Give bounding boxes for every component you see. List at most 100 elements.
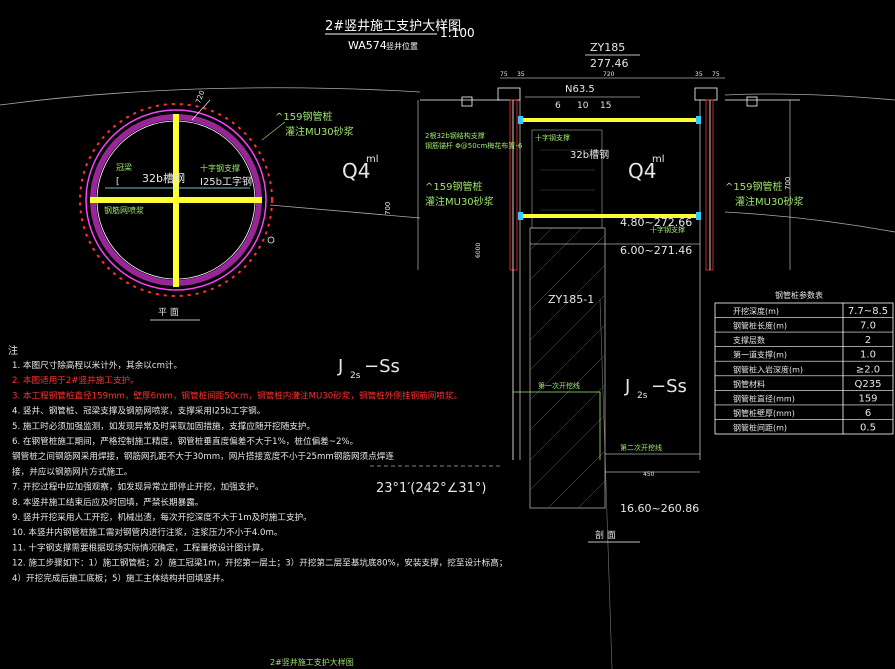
section-channel: 32b槽钢 <box>570 148 609 161</box>
angle-label: 23°1′(242°∠31°) <box>376 481 486 496</box>
section-note-0: 2根32b钢结构支撑 <box>425 131 485 140</box>
note-line: 6. 在钢管桩施工期间，严格控制施工精度，钢管桩垂直度偏差不大于1%，桩位偏差~… <box>12 435 358 447</box>
table-cell-value: 7.7~8.5 <box>848 306 888 317</box>
notes-heading: 注 <box>8 344 18 357</box>
section-shaft-label: ZY185-1 <box>548 293 594 306</box>
plan-concrete-label: 灌注MU30砂浆 <box>285 125 354 138</box>
title-block: 2#竖井施工支护大样图 1:100 WA574 竖井位置 <box>325 19 475 52</box>
table-cell-param: 钢管桩直径(mm) <box>733 393 795 403</box>
note-line: 11. 十字钢支撑需要根据现场实际情况确定，工程量按设计图计算。 <box>12 541 269 553</box>
section-cross-top: 十字钢支撑 <box>535 133 570 142</box>
second-step-label: 第二次开挖线 <box>620 443 662 452</box>
title-sub: WA574 <box>348 39 387 52</box>
table-cell-param: 钢管桩入岩深度(m) <box>733 364 803 374</box>
plan-ring-beam-label: 冠梁 <box>116 163 132 172</box>
note-line: 7. 开挖过程中应加强观察，如发现异常立即停止开挖，加强支护。 <box>12 481 264 493</box>
section-pile-right: ^159钢管桩 <box>725 180 782 193</box>
table-cell-value: 1.0 <box>860 350 876 361</box>
plan-bracket-label: [ <box>116 177 120 187</box>
title-main: 2#竖井施工支护大样图 <box>325 19 461 34</box>
note-line: 2. 本图适用于2#竖井施工支护。 <box>12 374 139 386</box>
plan-ibeam-label: I25b工字钢 <box>200 175 252 188</box>
plan-caption: 平 面 <box>158 307 179 318</box>
table-cell-param: 钢管桩间距(m) <box>733 423 787 433</box>
section-top-label: ZY185 <box>590 41 625 54</box>
section-elev1: 4.80~272.66 <box>620 216 692 229</box>
table-title: 钢管桩参数表 <box>775 290 823 300</box>
stratum-q4-right-text: Q4 <box>628 159 656 183</box>
plan-pile-label: ^159钢管桩 <box>275 110 332 123</box>
table-cell-value: 159 <box>858 393 877 404</box>
table-cell-value: ≥2.0 <box>856 364 880 375</box>
section-left-depth: 6000 <box>475 243 482 258</box>
table-rows: 开挖深度(m) 7.7~8.5 钢管桩长度(m) 7.0 支撑层数 2 第一道支撑(m) 1.… <box>715 306 893 434</box>
section-view: ZY185 277.46 75 35 720 35 75 N63.5 6 10 … <box>337 41 804 543</box>
table-cell-param: 支撑层数 <box>733 335 765 345</box>
dim-top-3: 35 <box>695 71 703 78</box>
brace-dim-0: 6 <box>555 101 561 111</box>
note-line: 10. 本竖井内钢管桩施工需对钢管内进行注浆，注浆压力不小于4.0m。 <box>12 526 282 538</box>
table-cell-value: 6 <box>865 408 871 419</box>
dim-top-1: 35 <box>517 71 525 78</box>
dim-top-4: 75 <box>712 71 720 78</box>
plan-wall-label: 钢筋网喷浆 <box>104 205 144 215</box>
dim-top-2: 720 <box>603 71 615 78</box>
table-cell-value: Q235 <box>855 379 882 390</box>
note-line: 接，并应以钢筋网片方式施工。 <box>12 465 132 477</box>
brace-dim-2: 15 <box>600 101 611 111</box>
stratum-q4-right-sup: ml <box>652 154 665 165</box>
stratum-q4-left-text: Q4 <box>342 159 370 183</box>
section-pile-left2: 灌注MU30砂浆 <box>425 195 494 208</box>
rock-right-sub: 2s <box>637 391 648 401</box>
note-line: 钢管桩之间钢筋网采用焊接，钢筋网孔距不大于30mm，网片搭接宽度不小于25mm钢… <box>12 450 394 462</box>
notes-lines: 1. 本图尺寸除高程以米计外，其余以cm计。2. 本图适用于2#竖井施工支护。3… <box>12 359 507 584</box>
section-caption: 剖 面 <box>595 529 616 541</box>
table-cell-param: 钢管桩壁厚(mm) <box>733 408 795 418</box>
section-top-elev: 277.46 <box>590 57 629 70</box>
rock-right-suffix: −Ss <box>651 376 687 397</box>
table-cell-param: 第一道支撑(m) <box>733 350 787 360</box>
stratum-q4-left: Q4 ml <box>342 154 379 183</box>
note-line: 3. 本工程钢管桩直径159mm，壁厚6mm，钢管桩间距50cm，钢管桩内灌注M… <box>12 389 462 401</box>
brace-dim-1: 10 <box>577 101 589 111</box>
rock-left-sub: 2s <box>350 371 361 381</box>
note-line: 4. 竖井、钢管桩、冠梁支撑及钢筋网喷浆，支撑采用I25b工字钢。 <box>12 405 265 417</box>
section-pile-right2: 灌注MU30砂浆 <box>735 195 804 208</box>
notes-block: 注 1. 本图尺寸除高程以米计外，其余以cm计。2. 本图适用于2#竖井施工支护… <box>8 344 507 584</box>
table-cell-param: 开挖深度(m) <box>733 306 779 316</box>
table-cell-param: 钢管材料 <box>733 379 765 389</box>
stratum-q4-right: Q4 ml <box>628 154 665 183</box>
section-elev2: 6.00~271.46 <box>620 244 692 257</box>
rock-left: J <box>337 356 343 377</box>
footer-title: 2#竖井施工支护大样图 <box>270 657 354 667</box>
note-line: 5. 施工时必须加强监测，如发现异常及时采取加固措施，支撑应随开挖随支护。 <box>12 420 315 432</box>
stratum-q4-left-sup: ml <box>366 154 379 165</box>
rock-left-suffix: −Ss <box>364 356 400 377</box>
note-line: 12. 施工步骤如下：1）施工钢管桩；2）施工冠梁1m，开挖第一层土；3）开挖第… <box>12 557 507 569</box>
table-cell-param: 钢管桩长度(m) <box>733 321 787 331</box>
bottom-dim: 450 <box>643 471 655 478</box>
rock-right: J <box>624 376 630 397</box>
title-sub-suffix: 竖井位置 <box>386 41 418 51</box>
first-step-label: 第一次开挖线 <box>538 381 580 390</box>
plan-channel-label: 32b槽钢 <box>142 172 185 185</box>
section-side-dim-right: 700 <box>784 177 792 190</box>
table-cell-value: 2 <box>865 335 871 346</box>
plan-cross-label: 十字钢支撑 <box>200 163 240 173</box>
section-steel: N63.5 <box>565 84 595 95</box>
bottom-elev: 16.60~260.86 <box>620 502 699 515</box>
note-line: 4）开挖完成后施工底板；5）施工主体结构并回填竖井。 <box>12 572 229 584</box>
title-scale: 1:100 <box>440 26 475 40</box>
note-line: 9. 竖井开挖采用人工开挖，机械出渣，每次开挖深度不大于1m及时施工支护。 <box>12 511 312 523</box>
section-pile-left: ^159钢管桩 <box>425 180 482 193</box>
dim-top-0: 75 <box>500 71 508 78</box>
plan-dim: 720 <box>194 89 206 104</box>
section-note-1: 钢筋锚杆 Φ@50cm梅花布置-6 <box>425 141 523 150</box>
table-cell-value: 7.0 <box>860 321 876 332</box>
note-line: 8. 本竖井施工结束后应及时回填，严禁长期暴露。 <box>12 496 203 508</box>
section-side-dim: 700 <box>384 202 392 215</box>
table-cell-value: 0.5 <box>860 423 876 434</box>
plan-view: 720 ^159钢管桩 灌注MU30砂浆 冠梁 十字钢支撑 I25b工字钢 32… <box>79 89 354 321</box>
